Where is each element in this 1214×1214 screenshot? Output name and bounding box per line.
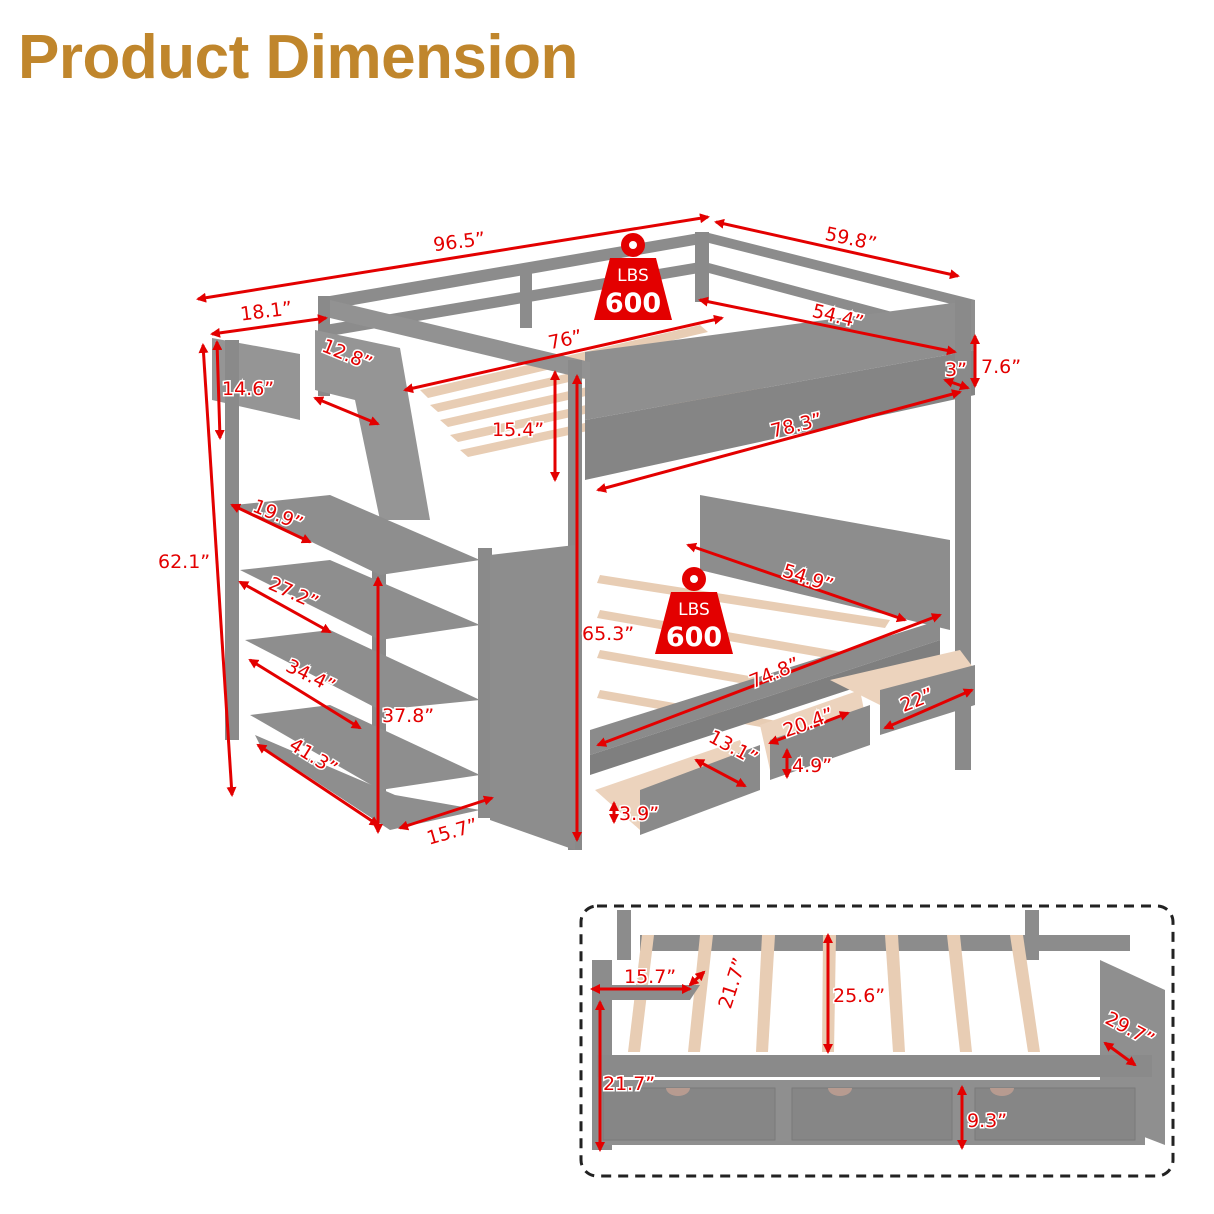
dim-drawer-inner-height: 3.9” (619, 803, 659, 825)
badge-value: 600 (605, 288, 661, 319)
dim-stair-height: 62.1” (158, 551, 210, 573)
weight-badge-bottom: LBS 600 (655, 567, 733, 654)
dim-overall-length: 96.5” (432, 228, 486, 256)
dim-guardrail-height: 15.4” (492, 419, 544, 441)
badge-unit: LBS (678, 600, 710, 620)
dim-inset-stair-step-width: 15.7” (624, 966, 676, 988)
dim-stair-top-panel: 14.6” (222, 378, 274, 400)
inset-view: 15.7” 21.7” 21.7” 25.6” 29.7” 9.3” (579, 904, 1175, 1178)
badge-value: 600 (666, 622, 722, 653)
page-title: Product Dimension (18, 23, 578, 92)
dim-inset-drawer-height: 9.3” (967, 1110, 1007, 1132)
dim-rail-height: 7.6” (981, 356, 1021, 378)
dim-inset-stair-floor-height: 21.7” (603, 1073, 655, 1095)
dim-landing-height: 37.8” (382, 705, 434, 727)
dim-inset-underbed-clearance: 25.6” (833, 985, 885, 1007)
dim-stair-depth: 18.1” (239, 297, 293, 325)
dim-drawer-height: 4.9” (792, 755, 832, 777)
dim-overall-height: 65.3” (582, 623, 634, 645)
dim-rail-thickness: 3” (945, 359, 967, 381)
dim-overall-width: 59.8” (823, 223, 879, 255)
dimension-lines (196, 213, 980, 842)
badge-unit: LBS (617, 266, 649, 286)
inset-dimension-lines (590, 933, 1137, 1152)
